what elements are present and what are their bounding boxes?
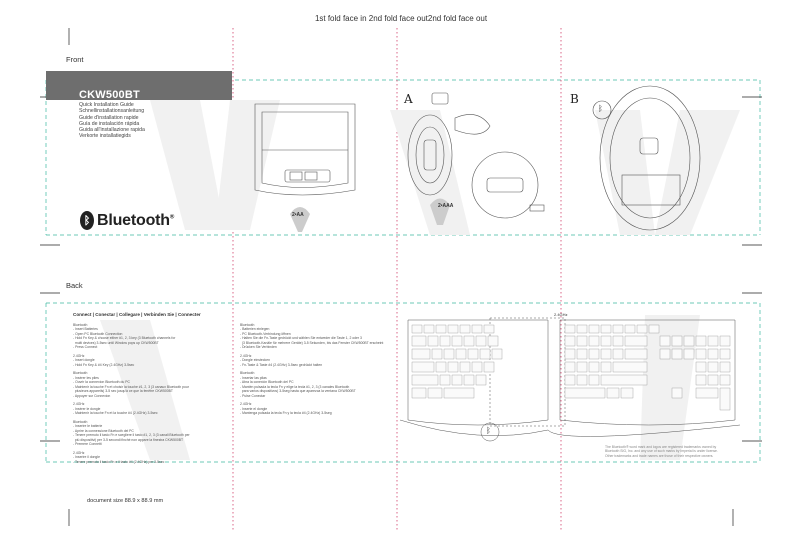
guide-title-fr: Guide d'installation rapide (79, 114, 139, 121)
battery-label-aaa: 2•AAA (438, 203, 454, 209)
bluetooth-icon-keyboard: ᛒ (486, 426, 491, 435)
fold-title: 1st fold face in 2nd fold face out2nd fo… (314, 14, 488, 23)
model-title: CKW500BT (79, 89, 140, 101)
title-bar (46, 71, 232, 100)
guide-titles: Quick Installation Guide Schnellinstalla… (79, 102, 145, 140)
guide-title-en: Quick Installation Guide (79, 102, 134, 108)
keyboard-freq-label: 2.4GHz (554, 312, 568, 317)
step-b-label: B (570, 92, 579, 106)
bluetooth-icon: ᛒ (80, 211, 94, 230)
battery-label-aa: 2•AA (292, 212, 304, 218)
instructions-col-2: Bluetooth - Batterien einlegen - PC Blue… (240, 323, 384, 416)
instructions-col-1: Bluetooth - Insert Batteries - Open PC B… (73, 323, 190, 464)
guide-title-nl: Verkorte installatiegids (79, 133, 131, 140)
legal-text: The Bluetooth® word mark and logos are r… (605, 445, 718, 458)
guide-title-es: Guía de instalación rápida (79, 120, 140, 127)
back-label: Back (66, 281, 83, 290)
bluetooth-wordmark: Bluetooth (97, 211, 170, 229)
document-size: document size 88.9 x 88.9 mm (87, 498, 164, 504)
connect-heading: Connect | Conectar | Collegare | Verbind… (73, 312, 201, 317)
guide-title-it: Guida all'installazione rapida (79, 127, 145, 134)
guide-title-de: Schnellinstallationsanleitung (79, 108, 145, 115)
bluetooth-logo: ᛒ Bluetooth® (80, 211, 174, 230)
front-label: Front (66, 55, 84, 64)
step-a-label: A (404, 92, 413, 106)
bluetooth-icon-mouse: ᛒ (598, 104, 603, 113)
